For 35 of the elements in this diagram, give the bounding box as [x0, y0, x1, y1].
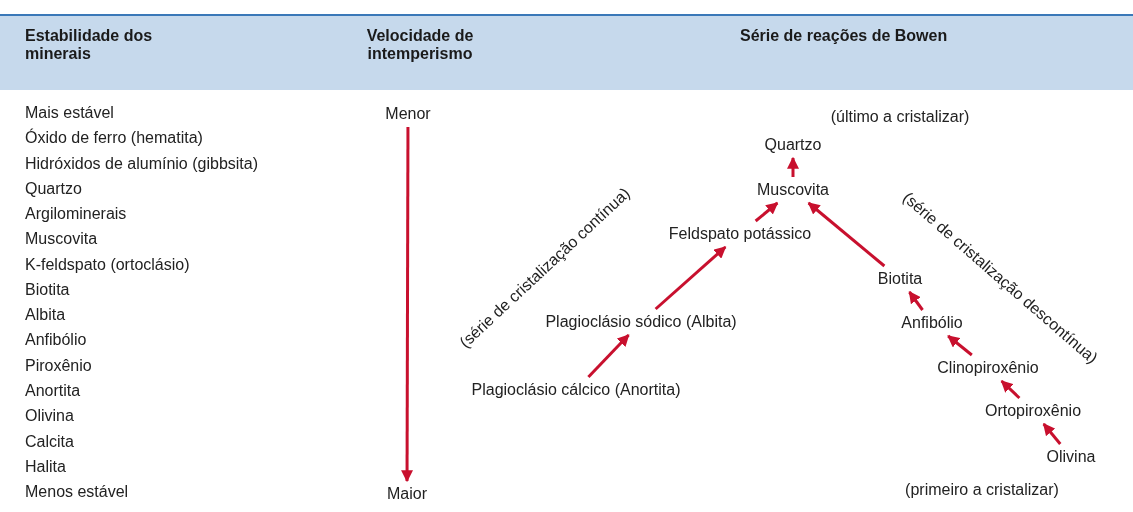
column-heading: Velocidade de intemperismo — [365, 27, 475, 63]
arrow — [787, 156, 799, 177]
mineral-list-item: Menos estável — [25, 483, 129, 502]
arrow — [587, 333, 630, 379]
column-heading: Série de reações de Bowen — [740, 27, 948, 45]
arrow — [654, 245, 727, 311]
mineral-list-item: Piroxênio — [25, 356, 92, 375]
mineral-label: Plagioclásio cálcico (Anortita) — [469, 380, 683, 400]
note-text: (primeiro a cristalizar) — [905, 481, 1059, 499]
mineral-list-item: Mais estável — [25, 104, 114, 122]
mineral-list-item: Muscovita — [25, 230, 98, 249]
arrow — [401, 127, 414, 483]
mineral-list-item: K-feldspato (ortoclásio) — [25, 255, 190, 274]
arrow — [807, 201, 886, 268]
mineral-list-item: Argilominerais — [25, 205, 127, 224]
mineral-label: Plagioclásio sódico (Albita) — [543, 312, 739, 332]
mineral-list-item: Calcita — [25, 432, 74, 451]
mineral-list-item: Halita — [25, 457, 66, 476]
mineral-list-item: Óxido de ferro (hematita) — [25, 129, 203, 148]
mineral-list-item: Olivina — [25, 407, 74, 426]
column-heading: Estabilidade dos minerais — [25, 27, 154, 63]
mineral-list-item: Albita — [25, 306, 66, 325]
mineral-list-item: Biotita — [25, 280, 70, 299]
arrow — [754, 201, 779, 223]
arrow — [1000, 379, 1021, 400]
arrow — [1042, 423, 1062, 445]
mineral-list-item: Hidróxidos de alumínio (gibbsita) — [25, 154, 258, 173]
mineral-label: Ortopiroxênio — [983, 401, 1083, 421]
note-text: (último a cristalizar) — [830, 108, 970, 126]
mineral-list-item: Anfibólio — [25, 331, 87, 350]
arrow — [908, 291, 924, 311]
arrow — [947, 334, 973, 357]
mineral-list-item: Quartzo — [25, 179, 82, 198]
mineral-list-item: Anortita — [25, 381, 81, 400]
mineral-label: Quartzo — [762, 135, 824, 155]
